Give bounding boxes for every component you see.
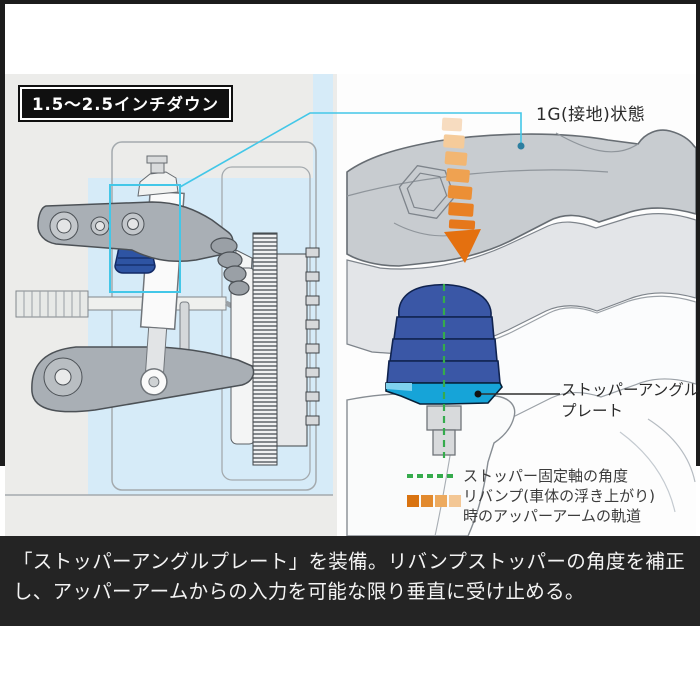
caption-text: 「ストッパーアングルプレート」を装備。リバンプストッパーの角度を補正し、アッパー… <box>13 550 686 603</box>
plate-marker-dot <box>474 390 482 398</box>
arm-bolt-hex-inner <box>406 172 448 212</box>
upper-control-arm-left <box>37 155 250 296</box>
ground-state-label: 1G(接地)状態 <box>536 105 646 125</box>
right-closeup-illustration <box>337 74 696 536</box>
orange-block-2 <box>421 495 433 507</box>
brake-rotor <box>252 232 320 466</box>
part-label-line1: ストッパーアングル <box>561 381 700 399</box>
part-label-line2: プレート <box>561 402 624 420</box>
chassis-panel-outline <box>111 141 317 491</box>
arm-bolt-hex-outer <box>398 165 456 219</box>
caption-band: 「ストッパーアングルプレート」を装備。リバンプストッパーの角度を補正し、アッパー… <box>0 536 700 626</box>
suspension-diagram-art <box>5 74 696 536</box>
orange-block-4 <box>449 495 461 507</box>
ghost-curve-1 <box>647 418 696 483</box>
left-suspension-illustration <box>5 74 337 536</box>
ghost-curve-2 <box>619 431 676 513</box>
orange-block-1 <box>407 495 419 507</box>
legend-green-dash-icon <box>407 474 457 478</box>
plate-leader-line <box>474 390 560 398</box>
ball-joint-boot <box>210 237 250 296</box>
highlight-box <box>109 184 181 293</box>
legend-rebound-line2: 時のアッパーアームの軌道 <box>463 506 642 525</box>
legend-rebound-label: リバンプ(車体の浮き上がり) 時のアッパーアームの軌道 <box>463 487 655 526</box>
orange-block-3 <box>435 495 447 507</box>
leader-line-1g <box>179 112 525 188</box>
stopper-angle-plate-label: ストッパーアングル プレート <box>561 380 699 422</box>
legend-orange-gradient-icon <box>407 495 461 507</box>
wheel-studs <box>305 247 320 426</box>
rebound-arrow-icon <box>441 117 481 263</box>
state-marker-dot <box>517 142 525 150</box>
drop-range-label: 1.5〜2.5インチダウン <box>18 85 233 122</box>
legend-axis-label: ストッパー固定軸の角度 <box>463 467 629 485</box>
legend-rebound-line1: リバンプ(車体の浮き上がり) <box>463 487 656 505</box>
